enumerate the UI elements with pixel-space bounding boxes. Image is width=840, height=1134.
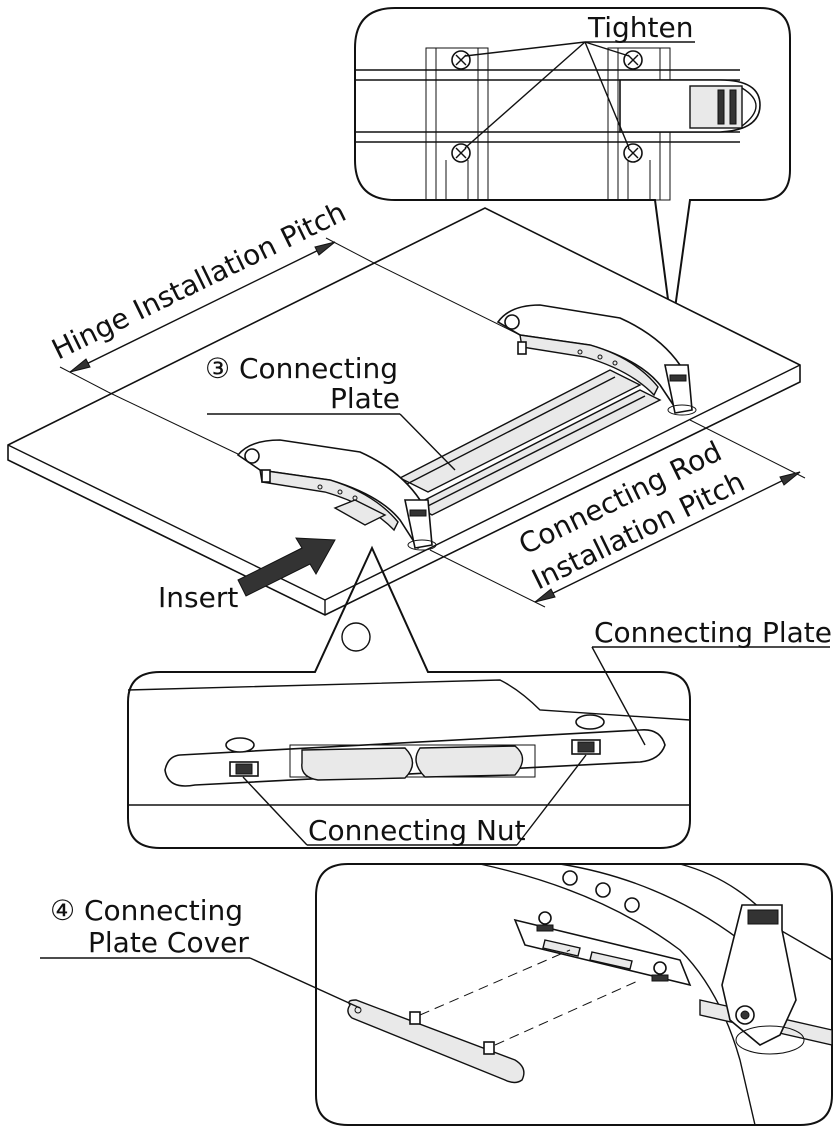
plate-cover-label-line2: Plate Cover bbox=[88, 926, 249, 959]
step3-label-line2: Plate bbox=[330, 382, 400, 415]
plate-cover-label-line1: ④ Connecting bbox=[50, 894, 243, 927]
connecting-nut-detail-callout: Connecting Plate Connecting Nut bbox=[127, 545, 832, 849]
step3-connecting-plate-label: ③ Connecting Plate bbox=[205, 352, 456, 471]
tighten-label: Tighten bbox=[587, 11, 694, 44]
tighten-detail-callout: Tighten bbox=[354, 7, 791, 331]
hinge-assembly bbox=[236, 304, 697, 551]
screw-icon bbox=[623, 50, 643, 70]
step3-label-line1: ③ Connecting bbox=[205, 352, 398, 385]
connecting-plate-label: Connecting Plate bbox=[594, 616, 832, 649]
connecting-nut-label: Connecting Nut bbox=[308, 814, 526, 847]
screw-icon bbox=[623, 143, 643, 163]
screw-icon bbox=[451, 50, 471, 70]
insert-arrow: Insert bbox=[158, 537, 336, 614]
insert-label: Insert bbox=[158, 581, 238, 614]
screw-icon bbox=[451, 143, 471, 163]
plate-cover-detail-callout: ④ Connecting Plate Cover bbox=[40, 863, 833, 1126]
